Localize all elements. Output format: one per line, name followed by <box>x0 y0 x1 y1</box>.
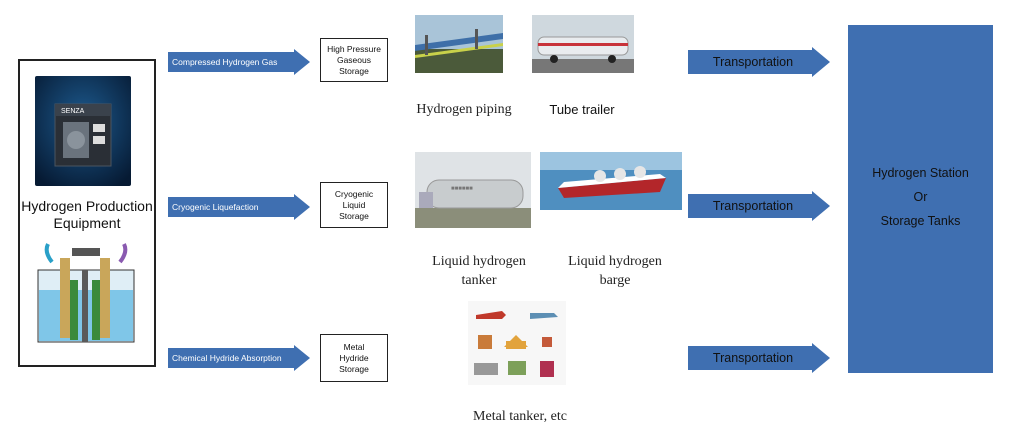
hydrogen-piping-photo <box>415 15 503 73</box>
crane-icon <box>542 337 552 347</box>
equipment-label: Hydrogen Production Equipment <box>21 198 153 231</box>
process-label-compressed: Compressed Hydrogen Gas <box>172 57 278 67</box>
caption-hydrogen-piping: Hydrogen piping <box>416 102 512 117</box>
box-icon <box>478 335 492 349</box>
liquid-hydrogen-barge-photo <box>540 152 682 210</box>
transport-arrow-1: Transportation <box>688 47 830 77</box>
destination-line-2: Or <box>913 190 928 204</box>
caption-metal-tanker: Metal tanker, etc <box>473 409 567 424</box>
process-arrow-chemical: Chemical Hydride Absorption <box>168 345 310 371</box>
plane-icon <box>476 311 506 319</box>
caption-lh-tanker: Liquid hydrogen tanker <box>432 254 526 288</box>
storage-box-hydride: Metal Hydride Storage <box>320 334 388 382</box>
transport-label-1: Transportation <box>712 55 794 69</box>
caption-tube-trailer: Tube trailer <box>549 102 615 117</box>
destination-line-3: Storage Tanks <box>880 214 961 228</box>
process-label-chemical: Chemical Hydride Absorption <box>172 353 282 363</box>
device-brand-text: SENZA <box>61 108 85 115</box>
transport-arrow-2: Transportation <box>688 191 830 221</box>
truck-icon <box>474 363 498 375</box>
destination-line-1: Hydrogen Station <box>872 166 969 180</box>
svg-text:■■■■■■: ■■■■■■ <box>451 186 473 192</box>
container-icon <box>508 361 526 375</box>
electrolyzer-device-photo: SENZA <box>35 76 131 186</box>
tube-trailer-photo <box>532 15 634 73</box>
metal-tanker-icons <box>468 301 566 385</box>
transport-arrow-3: Transportation <box>688 343 830 373</box>
lorry-icon <box>540 361 554 377</box>
caption-lh-barge: Liquid hydrogen barge <box>568 254 662 288</box>
storage-box-liquid: Cryogenic Liquid Storage <box>320 182 388 228</box>
process-arrow-compressed: Compressed Hydrogen Gas <box>168 49 310 75</box>
electrolysis-cell-illustration <box>30 240 142 352</box>
helicopter-icon <box>530 313 558 319</box>
storage-box-gaseous: High Pressure Gaseous Storage <box>320 38 388 82</box>
transport-label-3: Transportation <box>712 351 794 365</box>
liquid-hydrogen-tanker-photo: ■■■■■■ <box>415 152 531 228</box>
destination-panel <box>848 25 993 373</box>
transport-label-2: Transportation <box>712 199 794 213</box>
destination-label: Hydrogen Station Or Storage Tanks <box>848 161 993 233</box>
process-label-cryogenic: Cryogenic Liquefaction <box>172 202 259 212</box>
process-arrow-cryogenic: Cryogenic Liquefaction <box>168 194 310 220</box>
